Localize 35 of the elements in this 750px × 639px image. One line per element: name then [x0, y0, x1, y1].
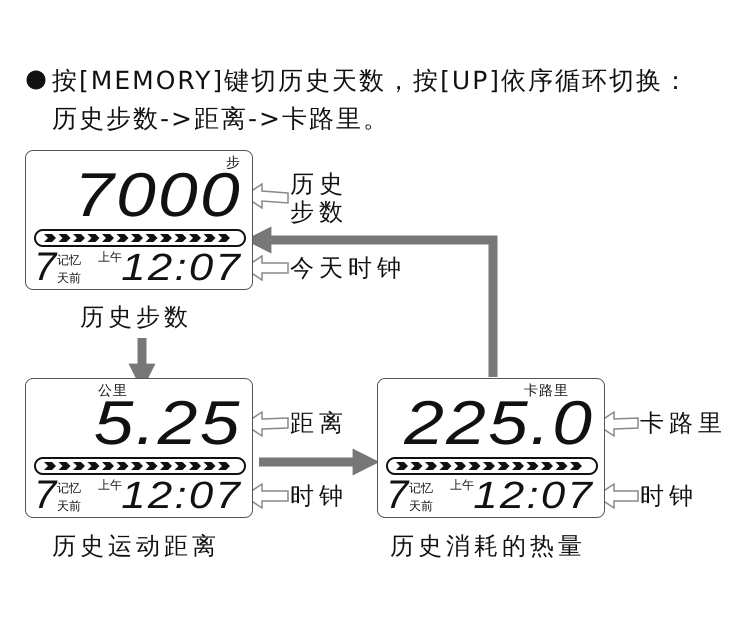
caption-text: 历史消耗的热量 [390, 532, 586, 560]
am-label: 上午 [450, 477, 474, 494]
lcd-screen [377, 378, 605, 518]
lcd-screen [25, 150, 253, 290]
clock-display: 12:07 [121, 478, 242, 514]
pointer-label: 今天时钟 [290, 254, 406, 282]
days-ago-label: 天前 [409, 499, 433, 515]
unit-label: 步 [226, 154, 241, 172]
day-digit: 7 [34, 247, 56, 287]
day-digit: 7 [34, 475, 56, 515]
title: 按[MEMORY]键切历史天数，按[UP]依序循环切换：历史步数->距离->卡路里。 [52, 65, 692, 135]
days-ago-label: 天前 [57, 271, 81, 287]
memory-label: 记忆 [57, 253, 81, 267]
digit-display: 5.25 [94, 399, 242, 449]
pointer-label: 时钟 [290, 482, 348, 510]
caption-text: 历史运动距离 [52, 532, 220, 560]
digit-display: 225.0 [404, 399, 594, 449]
unit-label: 卡路里 [524, 382, 569, 400]
pointer-label: 卡路里 [640, 409, 727, 437]
memory-label: 记忆 [409, 481, 433, 495]
clock-display: 12:07 [473, 478, 594, 514]
caption-text: 历史步数 [80, 303, 192, 331]
memory-label: 记忆 [57, 481, 81, 495]
pointer-label: 历史步数 [290, 170, 352, 226]
day-digit: 7 [386, 475, 408, 515]
flow-arrow [259, 448, 380, 476]
pointer-label: 距离 [290, 409, 348, 437]
am-label: 上午 [98, 249, 122, 266]
unit-label: 公里 [98, 382, 128, 400]
pointer-label: 时钟 [640, 482, 698, 510]
days-ago-label: 天前 [57, 499, 81, 515]
clock-display: 12:07 [121, 250, 242, 286]
digit-display: 7000 [74, 171, 242, 221]
am-label: 上午 [98, 477, 122, 494]
lcd-screen [25, 378, 253, 518]
